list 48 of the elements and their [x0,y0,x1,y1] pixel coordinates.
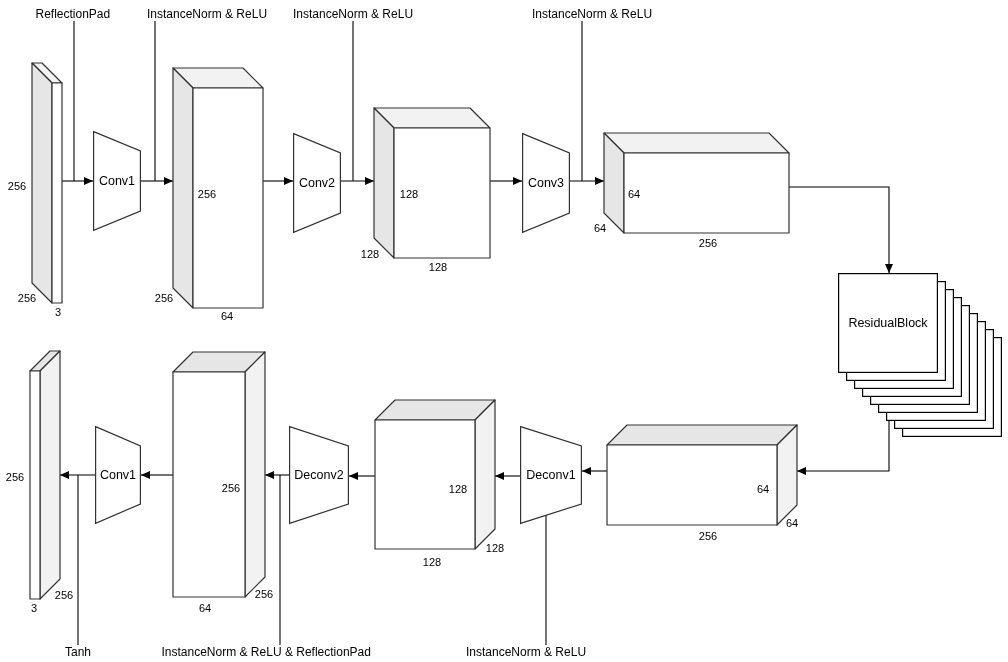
operation-label: InstanceNorm & ReLU [466,645,587,659]
dimension-label: 64 [593,221,607,235]
dimension-label: 128 [360,247,380,261]
layer-name: Conv1 [98,174,136,188]
dimension-label: 256 [5,470,25,484]
operation-label: InstanceNorm & ReLU & ReflectionPad [161,645,371,659]
dimension-label: 64 [220,309,234,323]
dimension-label: 3 [30,601,38,615]
leader-line [154,20,156,182]
dimension-label: 256 [54,588,74,602]
operation-label: InstanceNorm & ReLU [293,7,414,21]
dimension-label: 64 [785,516,799,530]
dimension-label: 128 [448,482,468,496]
arrow [140,177,174,185]
layer-name: Conv2 [298,176,336,190]
operation-label: InstanceNorm & ReLU [532,7,653,21]
operation-label: Tanh [65,645,92,659]
dimension-label: 256 [197,187,217,201]
block-name: ResidualBlock [848,316,928,330]
layer-name: Deconv1 [526,468,576,482]
dimension-label: 256 [221,481,241,495]
dimension-label: 256 [254,587,274,601]
arrow [581,467,608,475]
dimension-label: 256 [7,179,27,193]
operation-label: ReflectionPad [35,7,111,21]
dimension-label: 64 [627,187,641,201]
leader-line [581,20,583,182]
arrow [569,177,605,185]
dimension-label: 256 [698,529,718,543]
arrow [348,472,376,480]
arrow [61,177,94,185]
dimension-label: 64 [198,601,212,615]
dimension-label: 128 [422,555,442,569]
dimension-label: 256 [154,291,174,305]
leader-line [352,20,354,182]
layer-name: Deconv2 [294,468,344,482]
dimension-label: 3 [54,305,62,319]
dimension-label: 128 [399,187,419,201]
dimension-label: 256 [17,291,37,305]
arrow [140,471,174,479]
arrow [340,177,375,185]
layer-name: Conv1 [99,468,137,482]
layer-name: Conv3 [527,176,565,190]
dimension-label: 64 [756,482,770,496]
dimension-label: 256 [698,236,718,250]
dimension-label: 128 [428,260,448,274]
operation-label: InstanceNorm & ReLU [147,7,268,21]
dimension-label: 128 [485,541,505,555]
